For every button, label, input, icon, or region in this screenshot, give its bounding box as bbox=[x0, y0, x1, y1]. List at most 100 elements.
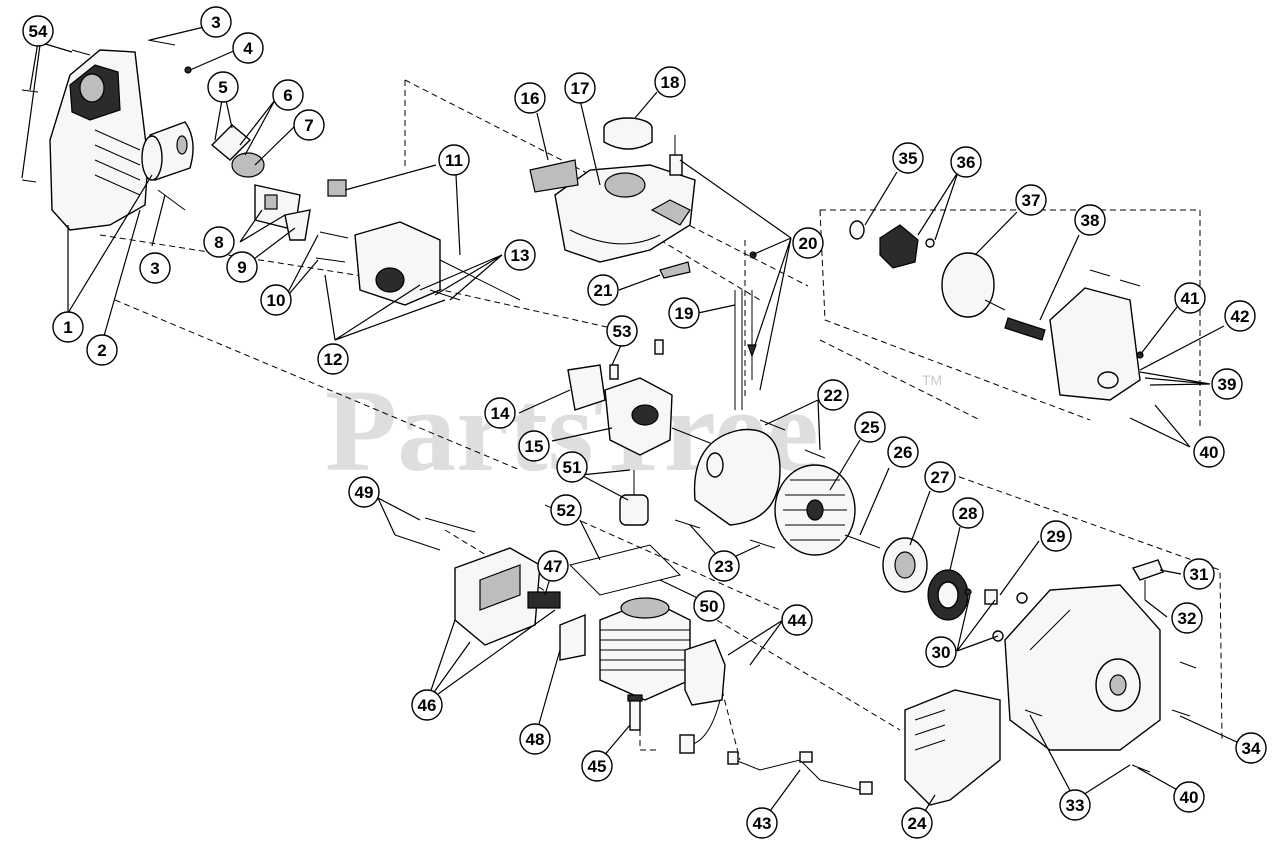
intake-body bbox=[315, 179, 521, 306]
callout-circle bbox=[887, 436, 919, 468]
callout-circle bbox=[519, 723, 551, 755]
starter-pulley bbox=[882, 537, 928, 593]
callout-circle bbox=[200, 6, 232, 38]
callout-8: 8 bbox=[203, 226, 235, 258]
callout-40: 40 bbox=[1193, 436, 1225, 468]
callout-number: 15 bbox=[525, 437, 544, 456]
callout-number: 45 bbox=[588, 757, 607, 776]
callout-circle bbox=[746, 807, 778, 839]
callout-number: 51 bbox=[563, 458, 582, 477]
callout-54: 54 bbox=[22, 15, 54, 47]
callout-number: 49 bbox=[355, 483, 374, 502]
callout-36: 36 bbox=[950, 146, 982, 178]
callout-number: 40 bbox=[1200, 443, 1219, 462]
callout-circle bbox=[792, 227, 824, 259]
callout-circle bbox=[272, 79, 304, 111]
callout-circle bbox=[86, 334, 118, 366]
fuel-cap bbox=[603, 117, 653, 150]
callout-25: 25 bbox=[854, 411, 886, 443]
callout-29: 29 bbox=[1040, 520, 1072, 552]
callout-number: 34 bbox=[1242, 739, 1261, 758]
callout-circle bbox=[952, 497, 984, 529]
callout-number: 14 bbox=[491, 404, 510, 423]
callout-circle bbox=[817, 379, 849, 411]
callout-number: 52 bbox=[557, 501, 576, 520]
spark-plug bbox=[627, 694, 643, 731]
callout-number: 20 bbox=[799, 234, 818, 253]
callout-circle bbox=[1235, 732, 1267, 764]
callout-19: 19 bbox=[668, 297, 700, 329]
callout-number: 50 bbox=[700, 597, 719, 616]
callout-45: 45 bbox=[581, 750, 613, 782]
callout-53: 53 bbox=[606, 315, 638, 347]
callout-number: 23 bbox=[715, 557, 734, 576]
callout-number: 8 bbox=[214, 233, 223, 252]
callout-32: 32 bbox=[1171, 602, 1203, 634]
callout-number: 48 bbox=[526, 730, 545, 749]
callout-circle bbox=[348, 476, 380, 508]
callout-number: 1 bbox=[63, 318, 72, 337]
callout-circle bbox=[1174, 282, 1206, 314]
callout-12: 12 bbox=[317, 343, 349, 375]
ignition-coil bbox=[679, 639, 726, 754]
flywheel bbox=[774, 464, 856, 556]
callout-circle bbox=[892, 142, 924, 174]
callout-number: 11 bbox=[445, 151, 463, 170]
callout-number: 5 bbox=[218, 78, 227, 97]
callout-31: 31 bbox=[1183, 558, 1215, 590]
callout-circle bbox=[556, 451, 588, 483]
callout-50: 50 bbox=[693, 590, 725, 622]
callout-4: 4 bbox=[232, 32, 264, 64]
callout-circle bbox=[226, 251, 258, 283]
callout-circle bbox=[504, 239, 536, 271]
callout-number: 53 bbox=[613, 322, 632, 341]
callout-24: 24 bbox=[901, 807, 933, 839]
callout-circle bbox=[232, 32, 264, 64]
callout-number: 25 bbox=[861, 418, 880, 437]
screws-bottom-right bbox=[1024, 661, 1197, 773]
piston-assembly bbox=[569, 470, 681, 596]
callout-33: 33 bbox=[1059, 789, 1091, 821]
callout-number: 38 bbox=[1081, 211, 1100, 230]
callout-circle bbox=[708, 550, 740, 582]
callout-number: 12 bbox=[324, 350, 343, 369]
callout-42: 42 bbox=[1224, 300, 1256, 332]
tank-clip bbox=[659, 261, 691, 279]
callout-circle bbox=[317, 343, 349, 375]
recoil-housing bbox=[1004, 584, 1161, 751]
callout-circle bbox=[1015, 184, 1047, 216]
callout-number: 32 bbox=[1178, 609, 1197, 628]
callout-21: 21 bbox=[587, 274, 619, 306]
callout-14: 14 bbox=[484, 397, 516, 429]
callout-40: 40 bbox=[1173, 781, 1205, 813]
callout-3: 3 bbox=[139, 252, 171, 284]
callout-circle bbox=[606, 315, 638, 347]
callout-circle bbox=[1173, 781, 1205, 813]
callout-circle bbox=[52, 311, 84, 343]
callout-number: 7 bbox=[304, 116, 313, 135]
callout-6: 6 bbox=[272, 79, 304, 111]
callout-circle bbox=[438, 144, 470, 176]
callout-number: 27 bbox=[931, 468, 950, 487]
switch-wire bbox=[727, 751, 873, 795]
callout-38: 38 bbox=[1074, 204, 1106, 236]
callout-13: 13 bbox=[504, 239, 536, 271]
callout-circle bbox=[581, 750, 613, 782]
callout-circle bbox=[207, 71, 239, 103]
callout-number: 31 bbox=[1190, 565, 1209, 584]
callout-circle bbox=[203, 226, 235, 258]
callout-number: 9 bbox=[237, 258, 246, 277]
air-filter-element bbox=[141, 121, 194, 181]
callout-circle bbox=[925, 636, 957, 668]
callout-17: 17 bbox=[564, 72, 596, 104]
muffler bbox=[394, 517, 586, 661]
callout-34: 34 bbox=[1235, 732, 1267, 764]
callout-number: 54 bbox=[29, 22, 48, 41]
callout-43: 43 bbox=[746, 807, 778, 839]
callout-22: 22 bbox=[817, 379, 849, 411]
starter-shaft bbox=[844, 534, 881, 549]
callout-23: 23 bbox=[708, 550, 740, 582]
callout-number: 24 bbox=[908, 814, 927, 833]
